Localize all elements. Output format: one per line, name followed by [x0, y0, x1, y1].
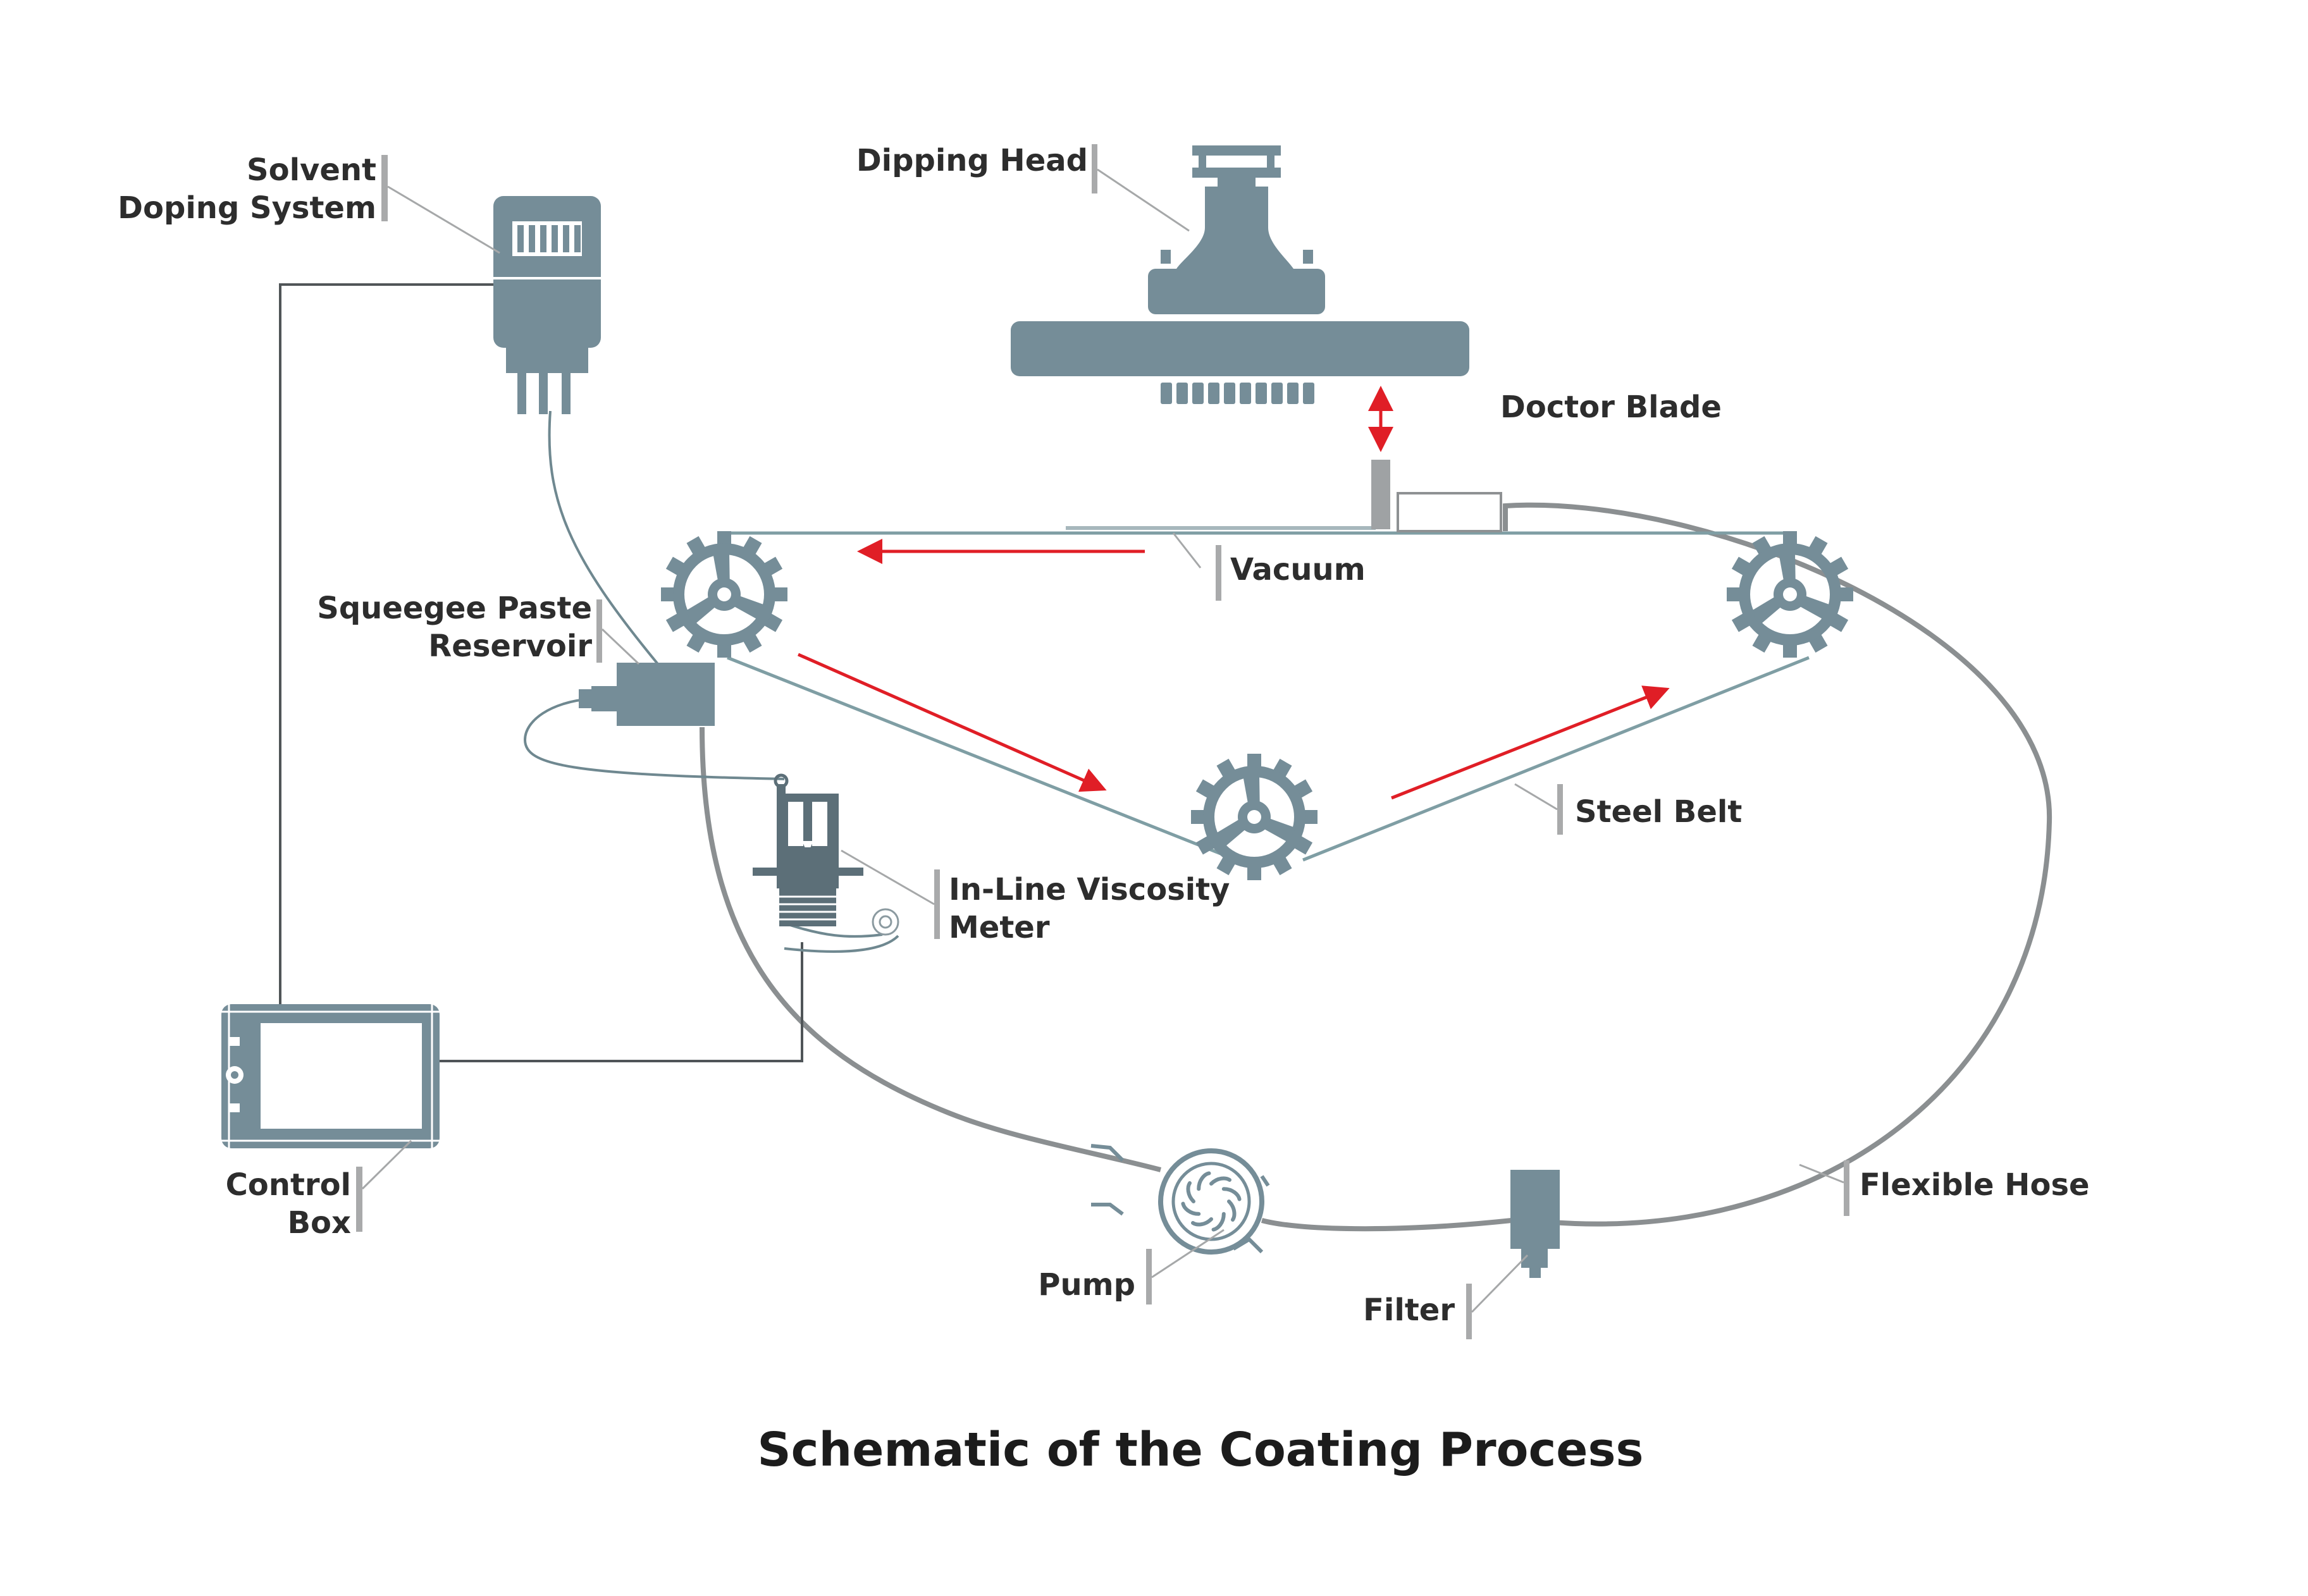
motion-arrows	[797, 386, 1670, 800]
label-control-line1: Control	[226, 1167, 351, 1203]
label-viscosity-line2: Meter	[949, 910, 1050, 945]
label-pump: Pump	[1038, 1267, 1135, 1303]
label-steel-belt: Steel Belt	[1575, 794, 1742, 830]
label-viscosity-line1: In-Line Viscosity	[949, 872, 1230, 907]
squeegee-paste-reservoir-icon	[579, 663, 715, 726]
paste-pipes	[523, 410, 899, 953]
control-wiring	[279, 283, 803, 1062]
pump-icon	[1090, 1144, 1270, 1255]
label-filter: Filter	[1363, 1292, 1455, 1328]
label-flexible-hose: Flexible Hose	[1860, 1167, 2090, 1203]
filter-icon	[1510, 1170, 1560, 1278]
control-box-icon	[221, 1004, 440, 1148]
diagram-title: Schematic of the Coating Process	[757, 1423, 1643, 1477]
viscosity-meter-icon	[753, 773, 899, 936]
doctor-blade-icon	[1371, 460, 1502, 532]
flexible-hose	[700, 502, 2052, 1232]
gear-right-icon	[1727, 531, 1853, 658]
label-vacuum: Vacuum	[1230, 552, 1366, 587]
gear-left-icon	[661, 531, 787, 658]
dipping-head-icon	[1011, 145, 1469, 404]
gear-bottom-icon	[1191, 754, 1318, 880]
steel-belt	[727, 526, 1810, 862]
label-squeegee-line2: Reservoir	[428, 629, 592, 664]
label-dipping-head: Dipping Head	[856, 143, 1088, 178]
label-squeegee-line1: Squeegee Paste	[317, 591, 592, 626]
solvent-doping-system-icon	[493, 196, 601, 414]
label-leaders	[356, 144, 1849, 1339]
label-doctor-blade: Doctor Blade	[1500, 390, 1722, 425]
label-solvent-line1: Solvent	[247, 152, 376, 188]
label-solvent-line2: Doping System	[118, 190, 376, 226]
label-control-line2: Box	[287, 1205, 351, 1241]
